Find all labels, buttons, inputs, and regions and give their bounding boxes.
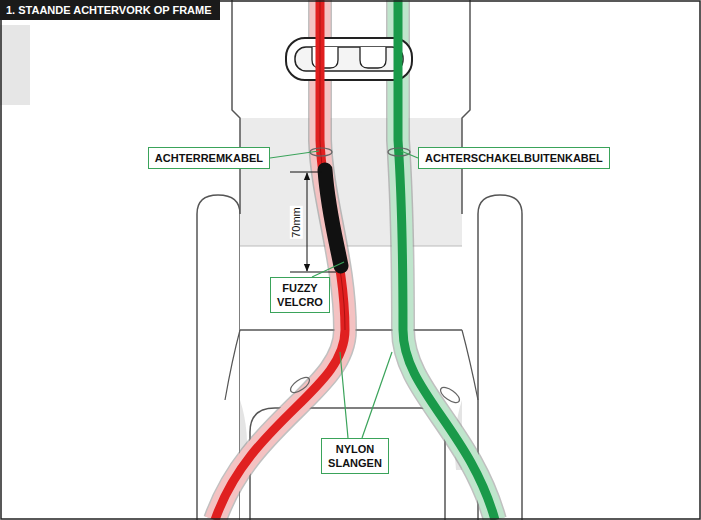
leader-line [270, 151, 319, 158]
cable-guide-outer [286, 38, 412, 80]
background-tube [0, 25, 30, 105]
shift-cable [398, 0, 495, 520]
callout-text: FUZZY VELCRO [277, 281, 323, 309]
dimension-label: 70mm [290, 206, 303, 239]
fuzzy-velcro [325, 170, 341, 266]
dimension-tick [290, 272, 336, 273]
callout-box: FUZZY VELCRO [270, 277, 330, 313]
leader-line [362, 352, 392, 438]
leader-lines [270, 151, 418, 438]
cable-slot [360, 47, 386, 68]
dimension-70mm [290, 172, 336, 272]
stay-joint [462, 330, 478, 400]
dimension-tick [290, 172, 322, 173]
callout-box: ACHTERSCHAKELBUITENKABEL [418, 147, 610, 169]
tube-opening [388, 148, 410, 156]
seat-tube-outline [462, 0, 470, 214]
callout-box: NYLON SLANGEN [321, 438, 389, 474]
leader-line [312, 262, 344, 277]
tube-shading [240, 118, 462, 246]
title-bar: 1. STAANDE ACHTERVORK OP FRAME [0, 0, 220, 20]
nylon-tubes [215, 0, 495, 520]
dimension-line [307, 173, 308, 271]
cable-guide [286, 38, 412, 80]
nylon-tube-outline [398, 0, 495, 520]
tube-opening [288, 375, 312, 396]
callout-text: NYLON SLANGEN [328, 442, 382, 470]
leader-line [340, 352, 348, 438]
stay-joint [225, 330, 240, 400]
callout-box: ACHTERREMKABEL [148, 147, 270, 169]
leader-line [401, 151, 418, 158]
callout-text: ACHTERREMKABEL [155, 151, 263, 165]
callout-text: ACHTERSCHAKELBUITENKABEL [425, 151, 603, 165]
tube-opening [438, 385, 462, 406]
nylon-tube [398, 0, 495, 520]
shading-edge [240, 246, 462, 247]
cable-guide-inner [295, 47, 403, 71]
seat-tube-outline [232, 0, 240, 214]
